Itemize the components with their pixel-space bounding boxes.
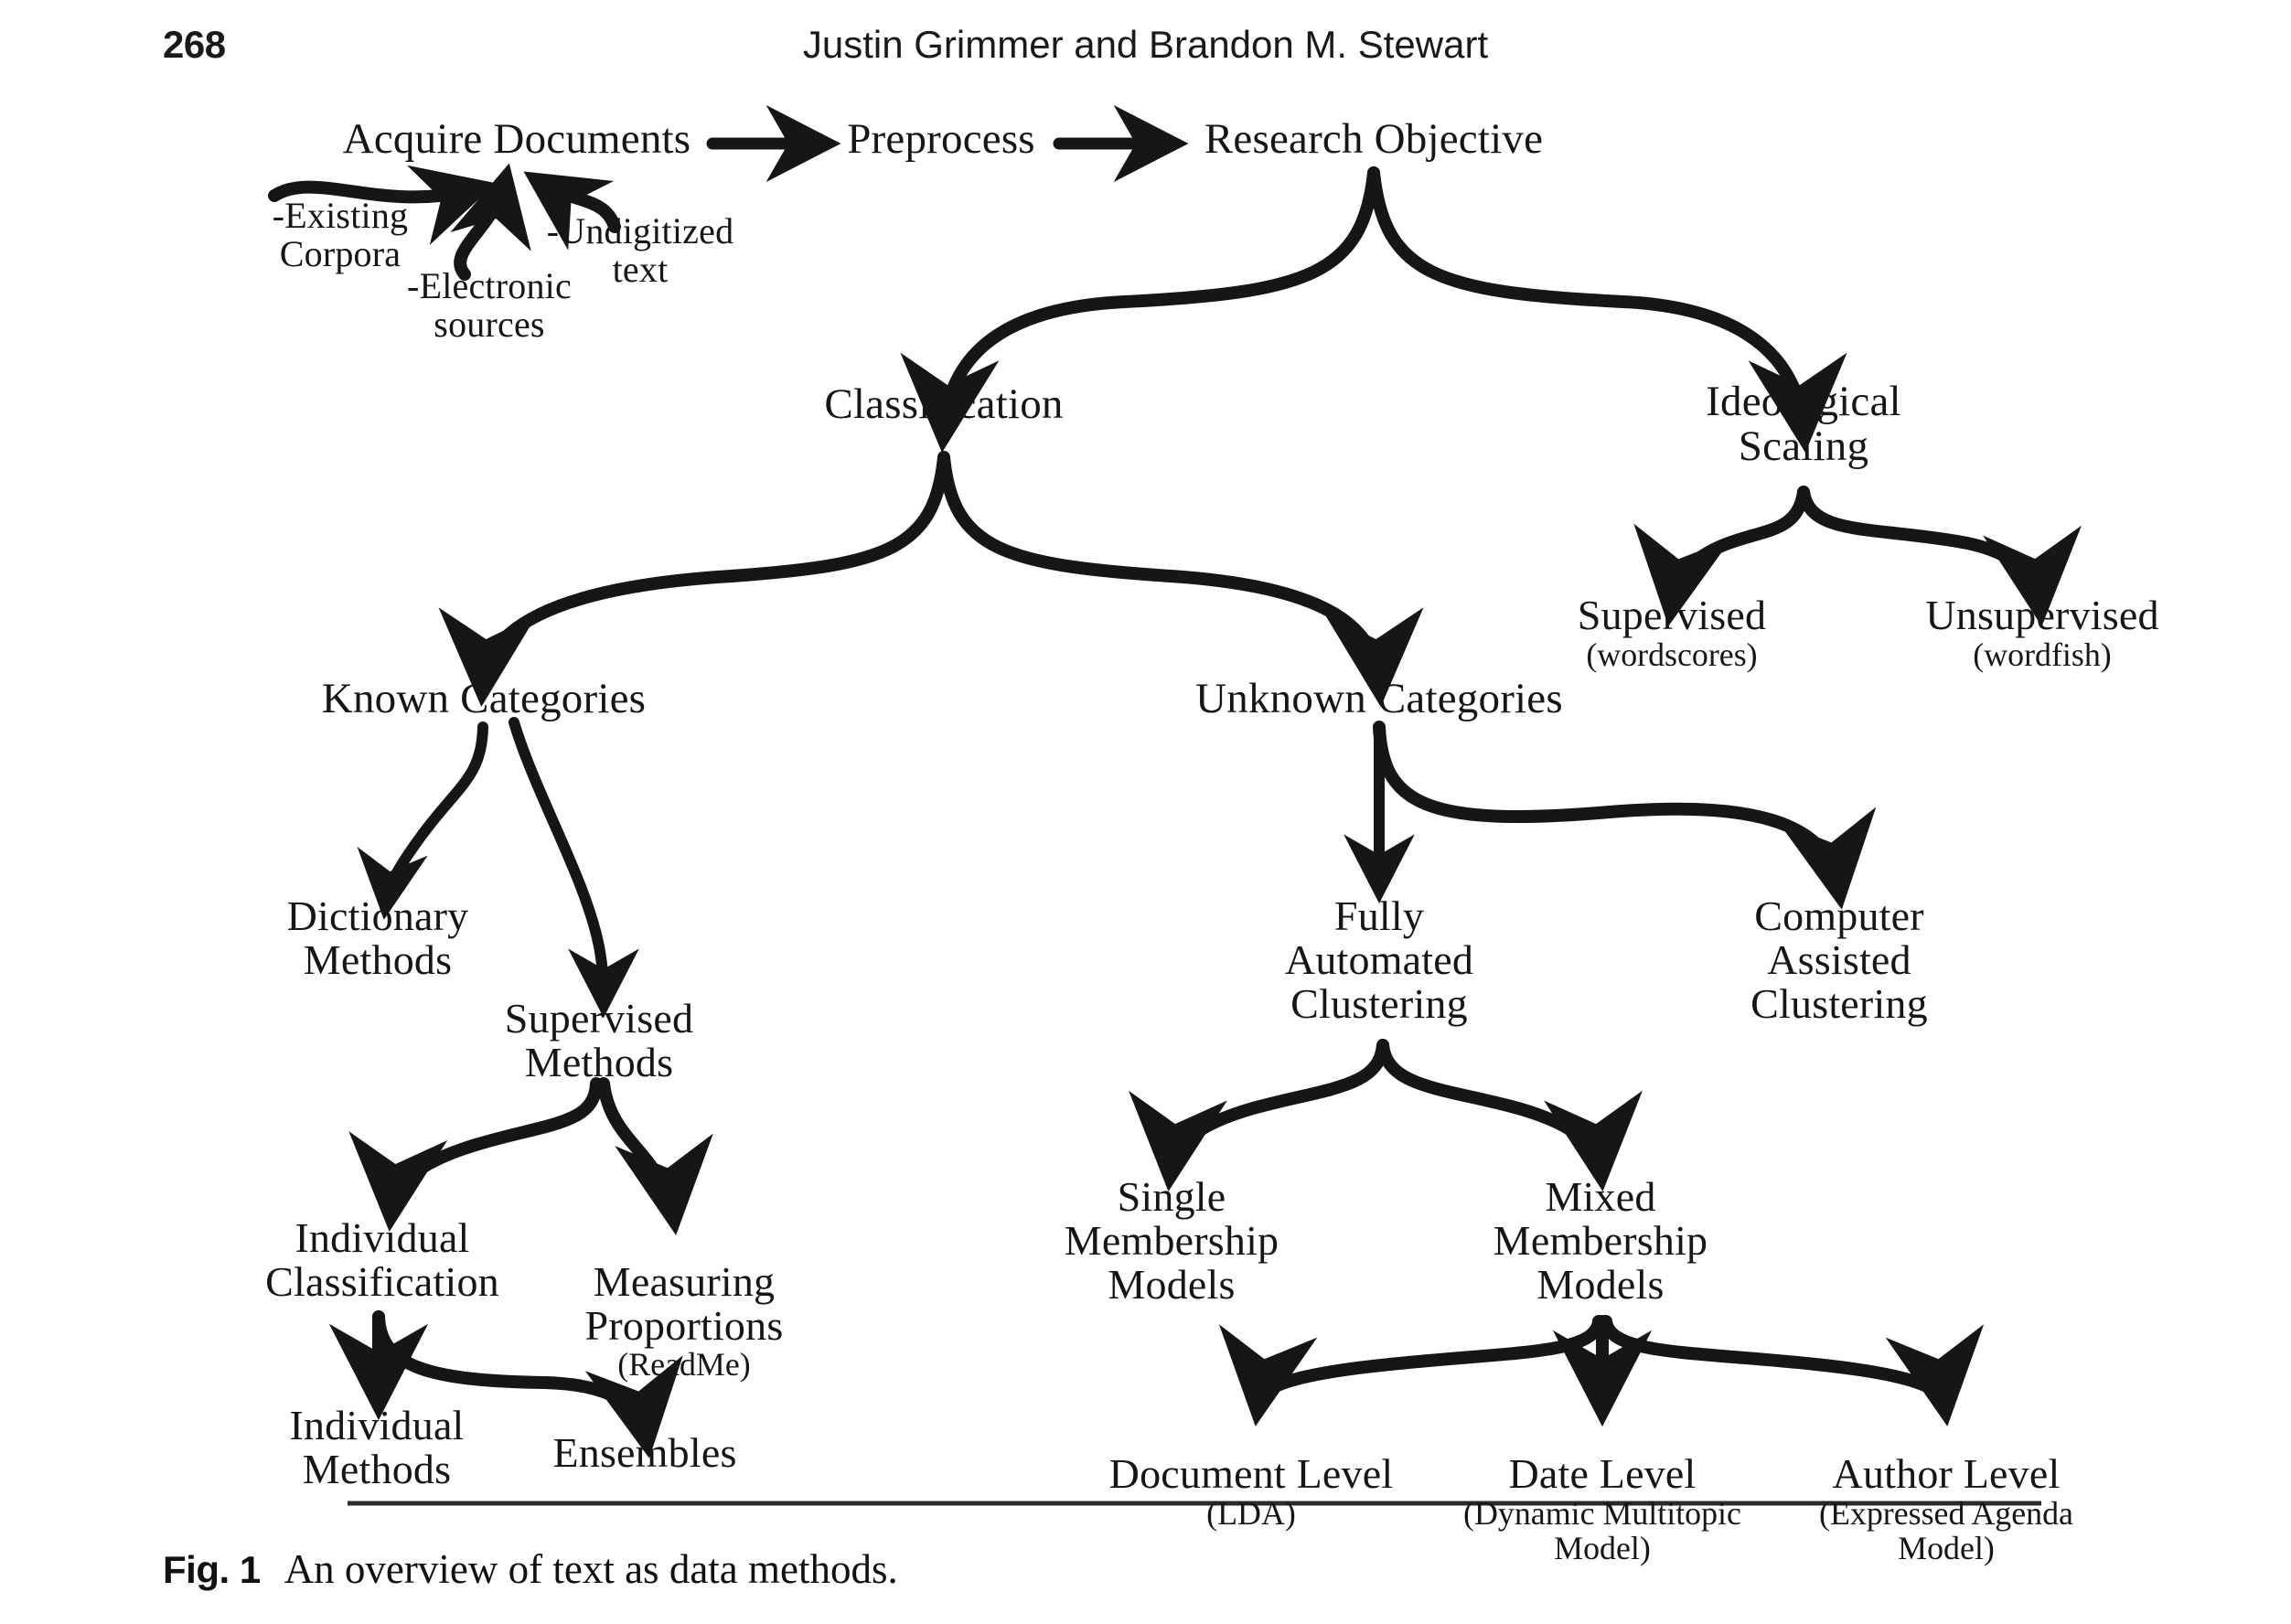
flowchart-figure: Acquire Documents Preprocess Research Ob… bbox=[265, 104, 2158, 1565]
edge-known-to-dictionary bbox=[357, 721, 488, 920]
node-individual-classification: Individual Classification bbox=[265, 1214, 499, 1305]
node-scaling-unsupervised-label: Unsupervised bbox=[1925, 591, 2159, 638]
node-fully-automated-clustering: Fully Automated Clustering bbox=[1284, 892, 1474, 1027]
node-mixed-membership-models: Mixed Membership Models bbox=[1493, 1173, 1708, 1308]
node-date-level-label: Date Level bbox=[1508, 1449, 1697, 1497]
node-scaling-supervised-sublabel: (wordscores) bbox=[1586, 636, 1758, 673]
edge-individual-classification-to-ensembles bbox=[372, 1310, 683, 1458]
edge-undigitized-text-to-acquire bbox=[523, 171, 621, 251]
edge-known-to-supervised-methods bbox=[509, 717, 639, 1018]
node-scaling-supervised-label: Supervised bbox=[1577, 591, 1767, 638]
node-measuring-proportions: Measuring Proportions (ReadMe) bbox=[585, 1216, 784, 1426]
edge-supervised-to-measuring bbox=[597, 1077, 713, 1235]
node-acquire-documents: Acquire Documents bbox=[342, 115, 691, 163]
node-date-level-sublabel: (Dynamic Multitopic Model) bbox=[1463, 1494, 1741, 1566]
node-ideological-scaling: Ideological Scaling bbox=[1706, 378, 1901, 470]
node-preprocess: Preprocess bbox=[847, 115, 1035, 163]
node-supervised-methods: Supervised Methods bbox=[504, 995, 694, 1085]
node-document-level-sublabel: (LDA) bbox=[1206, 1494, 1296, 1532]
flowchart-connectors bbox=[268, 104, 2082, 1506]
node-source-undigitized-text: -Undigitized text bbox=[546, 210, 734, 290]
node-scaling-supervised: Supervised (wordscores) bbox=[1578, 550, 1766, 716]
edge-scaling-to-supervised bbox=[1633, 486, 1810, 626]
edge-classification-to-known bbox=[438, 451, 950, 708]
figure-caption-text: An overview of text as data methods. bbox=[284, 1546, 898, 1592]
edge-electronic-sources-to-acquire bbox=[450, 163, 531, 281]
edge-scaling-to-unsupervised bbox=[1797, 486, 2082, 626]
edge-classification-to-unknown bbox=[937, 451, 1424, 708]
node-unknown-categories: Unknown Categories bbox=[1195, 675, 1563, 722]
edge-supervised-to-individual-classification bbox=[348, 1077, 603, 1232]
node-individual-methods: Individual Methods bbox=[289, 1402, 465, 1492]
node-dictionary-methods: Dictionary Methods bbox=[286, 892, 469, 983]
node-document-level-label: Document Level bbox=[1108, 1449, 1394, 1497]
running-title: Justin Grimmer and Brandon M. Stewart bbox=[802, 23, 1489, 66]
node-measuring-proportions-label: Measuring Proportions bbox=[584, 1257, 784, 1349]
node-known-categories: Known Categories bbox=[321, 675, 647, 722]
node-scaling-unsupervised-sublabel: (wordfish) bbox=[1973, 636, 2112, 673]
node-date-level: Date Level (Dynamic Multitopic Model) bbox=[1463, 1408, 1741, 1609]
node-classification: Classification bbox=[824, 380, 1064, 428]
node-document-level: Document Level (LDA) bbox=[1109, 1408, 1394, 1575]
edge-mixed-to-author-level bbox=[1600, 1315, 1984, 1426]
figure-caption-label: Fig. 1 bbox=[163, 1548, 261, 1591]
node-author-level: Author Level (Expressed Agenda Model) bbox=[1819, 1408, 2073, 1609]
node-source-existing-corpora: -Existing Corpora bbox=[272, 195, 409, 274]
edge-mixed-to-document-level bbox=[1219, 1315, 1605, 1426]
node-source-electronic-sources: -Electronic sources bbox=[407, 265, 572, 345]
edge-clustering-to-mixed-membership bbox=[1376, 1039, 1643, 1191]
node-author-level-label: Author Level bbox=[1832, 1449, 2061, 1497]
edge-objective-to-classification bbox=[900, 166, 1380, 454]
node-ensembles: Ensembles bbox=[552, 1429, 737, 1476]
node-computer-assisted-clustering: Computer Assisted Clustering bbox=[1750, 892, 1928, 1027]
edge-existing-corpora-to-acquire bbox=[268, 165, 497, 245]
node-research-objective: Research Objective bbox=[1204, 115, 1544, 163]
node-author-level-sublabel: (Expressed Agenda Model) bbox=[1819, 1494, 2073, 1566]
node-scaling-unsupervised: Unsupervised (wordfish) bbox=[1925, 550, 2158, 716]
page-number: 268 bbox=[163, 23, 226, 66]
node-single-membership-models: Single Membership Models bbox=[1064, 1173, 1279, 1308]
edge-objective-to-ideological-scaling bbox=[1367, 166, 1847, 454]
node-measuring-proportions-sublabel: (ReadMe) bbox=[617, 1346, 751, 1384]
figure-caption: Fig. 1 An overview of text as data method… bbox=[163, 1545, 2175, 1593]
edge-clustering-to-single-membership bbox=[1129, 1039, 1389, 1191]
edge-unknown-to-computer-assisted bbox=[1373, 721, 1877, 910]
